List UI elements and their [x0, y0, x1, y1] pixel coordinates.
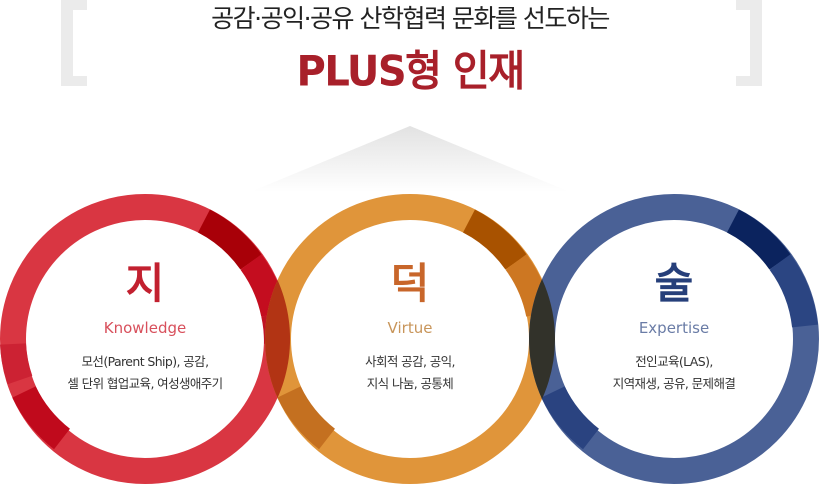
knowledge-description: 모선(Parent Ship), 공감, 셀 단위 협업교육, 여성생애주기	[0, 351, 290, 395]
right-bracket-decoration	[736, 0, 762, 86]
header-subtitle: 공감·공익·공유 산학협력 문화를 선도하는	[211, 4, 610, 33]
circle-virtue: 덕 Virtue 사회적 공감, 공익, 지식 나눔, 공통체	[265, 194, 555, 484]
bracket-cap-top	[73, 0, 87, 10]
bracket-bar	[750, 0, 762, 86]
expertise-description: 전인교육(LAS), 지역재생, 공유, 문제해결	[529, 351, 819, 395]
virtue-description: 사회적 공감, 공익, 지식 나눔, 공통체	[265, 351, 555, 395]
bracket-cap-top	[736, 0, 750, 10]
circle-expertise: 술 Expertise 전인교육(LAS), 지역재생, 공유, 문제해결	[529, 194, 819, 484]
desc-line: 셀 단위 협업교육, 여성생애주기	[67, 376, 223, 391]
circle-knowledge: 지 Knowledge 모선(Parent Ship), 공감, 셀 단위 협업…	[0, 194, 290, 484]
expertise-english-label: Expertise	[638, 319, 710, 337]
bracket-cap-bottom	[736, 76, 750, 86]
bracket-cap-bottom	[73, 76, 87, 86]
bracket-bar	[61, 0, 73, 86]
desc-line: 사회적 공감, 공익,	[365, 354, 455, 369]
left-bracket-decoration	[61, 0, 87, 86]
expertise-glyph: 술	[654, 259, 694, 308]
desc-line: 모선(Parent Ship), 공감,	[81, 354, 210, 369]
ring-expertise	[529, 194, 819, 484]
knowledge-glyph: 지	[125, 259, 165, 308]
knowledge-english-label: Knowledge	[103, 319, 187, 337]
header-title: PLUS형 인재	[296, 47, 526, 97]
desc-line: 지식 나눔, 공통체	[366, 376, 454, 391]
desc-line: 지역재생, 공유, 문제해결	[612, 376, 736, 391]
desc-line: 전인교육(LAS),	[635, 354, 713, 369]
virtue-glyph: 덕	[390, 259, 430, 308]
virtue-english-label: Virtue	[387, 319, 433, 337]
